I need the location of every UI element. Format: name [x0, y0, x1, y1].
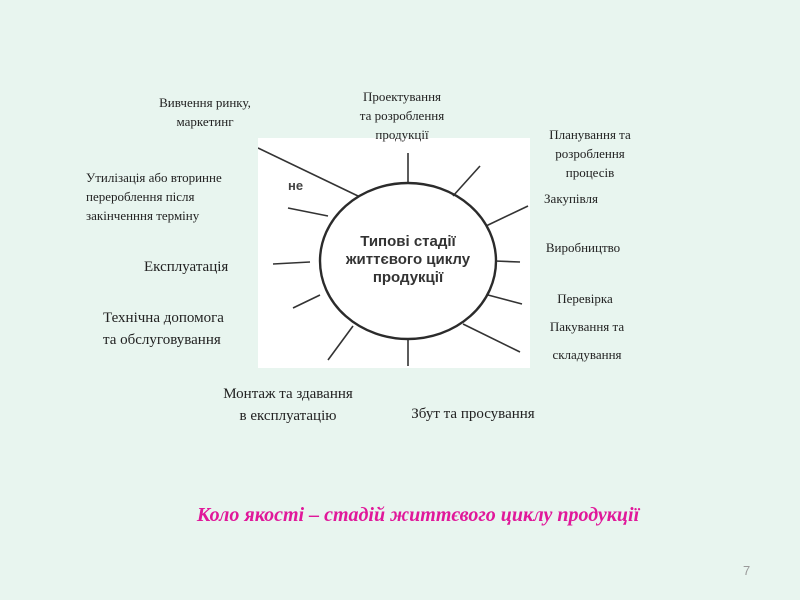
- stage-market-research: Вивчення ринку, маркетинг: [159, 95, 251, 129]
- spoke-production: [494, 260, 521, 263]
- spokes: [258, 147, 529, 366]
- stage-purchasing: Закупівля: [544, 191, 598, 206]
- slide-caption: Коло якості – стадій життєвого циклу про…: [196, 504, 640, 526]
- spoke-market: [258, 147, 359, 197]
- center-title-line: життєвого циклу: [345, 251, 471, 268]
- stage-installation: Монтаж та здавання в експлуатацію: [223, 386, 353, 424]
- stage-technical-support: Технічна допомога та обслуговування: [103, 310, 224, 348]
- center-title-line: продукції: [373, 269, 444, 286]
- stage-production: Виробництво: [545, 240, 621, 255]
- stage-storage: складування: [552, 347, 622, 362]
- stage-packaging: Пакування та: [549, 319, 625, 334]
- stage-disposal: Утилізація або вторинне перероблення піс…: [86, 170, 222, 223]
- spoke-installation: [327, 325, 354, 361]
- truncated-label-fragment: не: [288, 178, 303, 193]
- stage-product-design: Проектування та розроблення продукції: [359, 89, 445, 142]
- spoke-purchase: [485, 205, 529, 227]
- stage-operation: Експлуатація: [144, 259, 229, 275]
- stage-inspection: Перевірка: [557, 291, 613, 306]
- arrow-7: [318, 284, 322, 296]
- spoke-operation: [272, 261, 311, 265]
- spoke-disposal: [287, 207, 329, 217]
- stage-process-planning: Планування та розроблення процесів: [549, 127, 631, 180]
- spoke-support: [292, 294, 321, 309]
- stage-sales-promotion: Збут та просування: [411, 406, 535, 422]
- page-number: 7: [743, 563, 751, 578]
- spoke-process: [452, 165, 481, 197]
- spoke-inspection: [487, 294, 523, 305]
- quality-loop: [318, 181, 498, 341]
- center-title-line: Типові стадії: [360, 233, 456, 250]
- spoke-packaging: [462, 323, 521, 353]
